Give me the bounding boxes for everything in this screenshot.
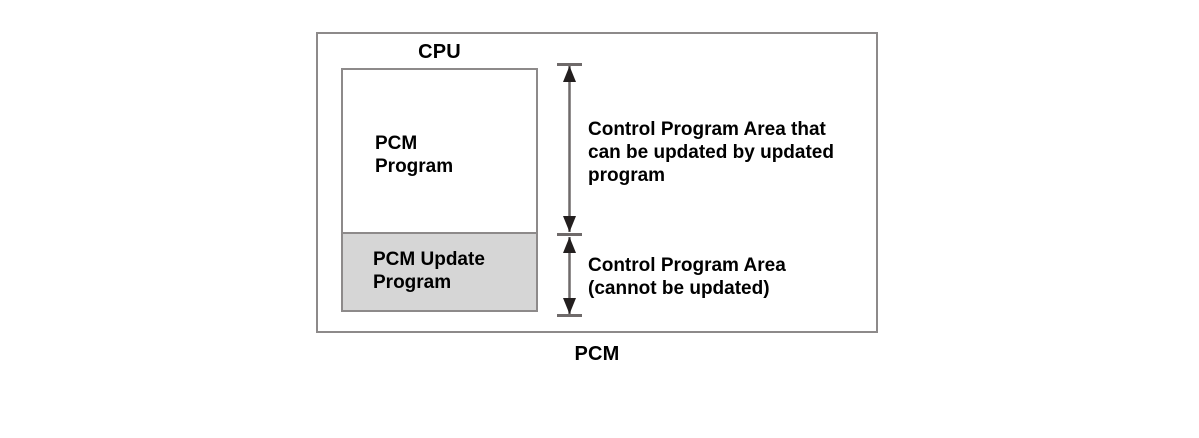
memory-region-pcm-program-label: PCM Program (375, 133, 454, 177)
annotation-updatable-area: Control Program Area that can be updated… (588, 119, 834, 186)
pcm-label: PCM (574, 343, 620, 365)
cpu-label: CPU (418, 41, 461, 63)
memory-region-pcm-update-program: PCM Update Program (343, 234, 536, 310)
memory-region-pcm-update-program-label: PCM Update Program (373, 249, 485, 293)
memory-block: PCM Program PCM Update Program (341, 68, 538, 312)
annotation-non-updatable-area: Control Program Area (cannot be updated) (588, 255, 786, 299)
memory-region-pcm-program: PCM Program (343, 70, 536, 234)
